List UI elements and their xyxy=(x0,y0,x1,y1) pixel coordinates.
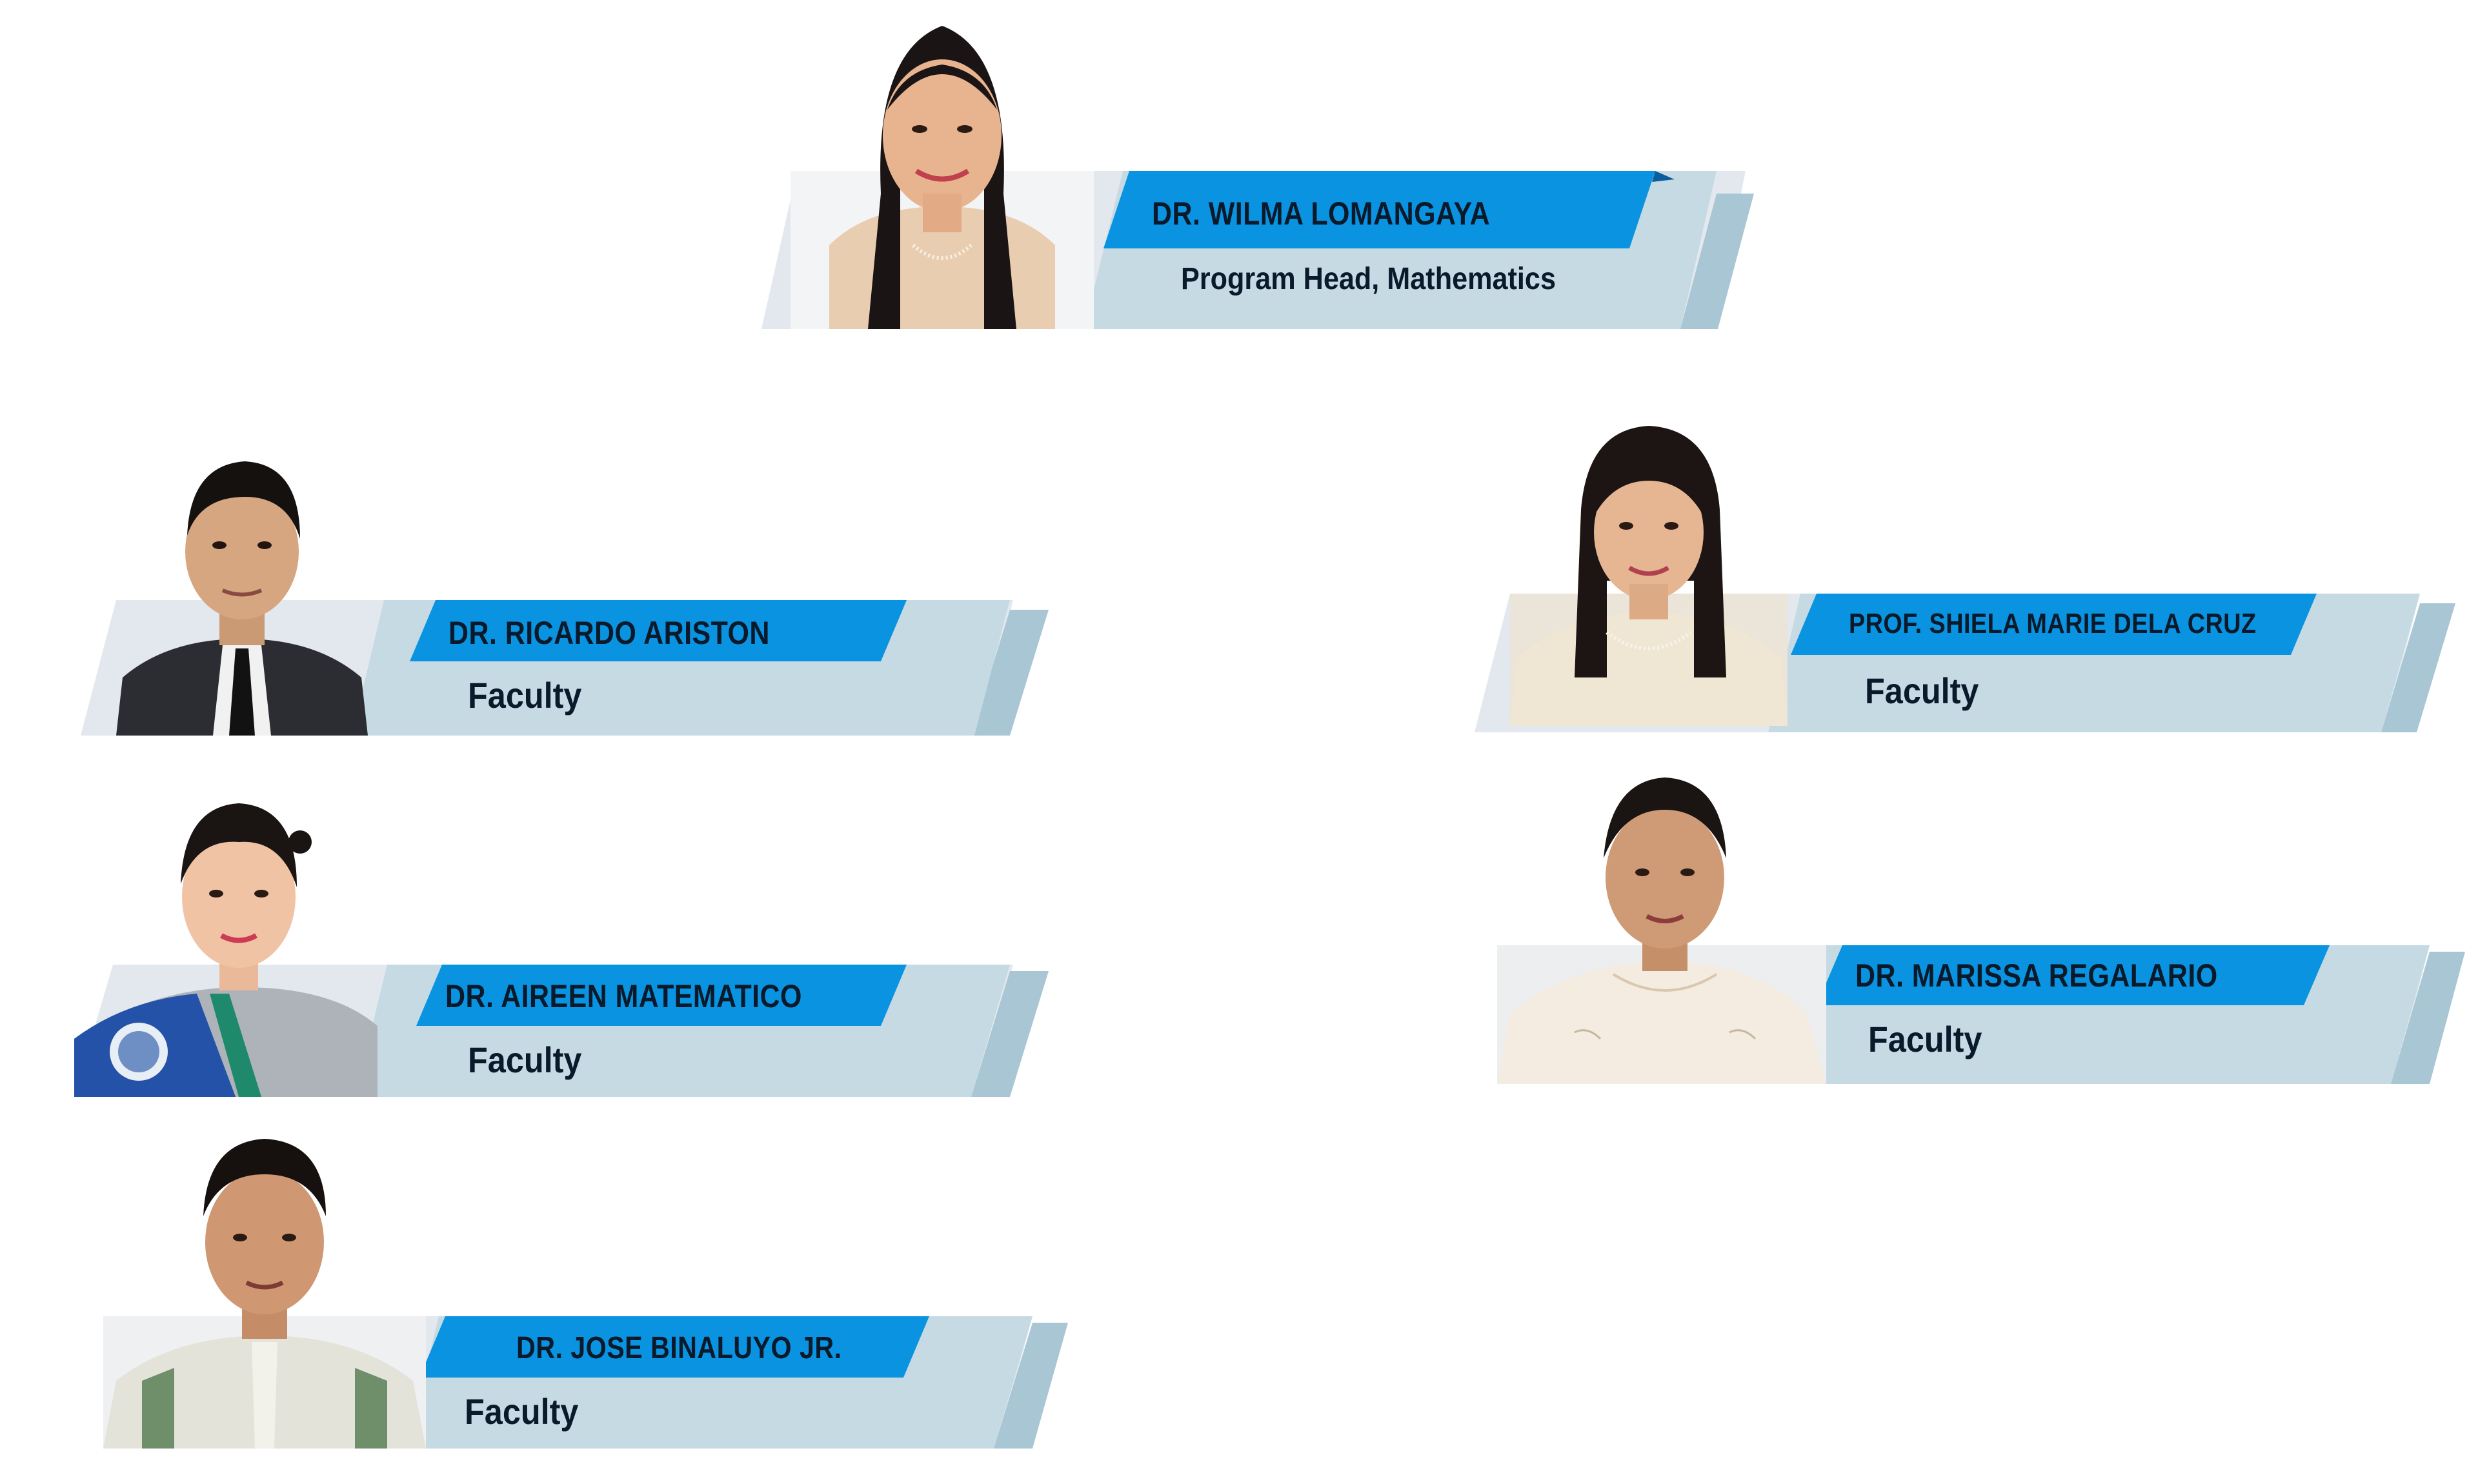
profile-card-program-head: DR. WILMA LOMANGAYA Program Head, Mathem… xyxy=(761,13,1768,336)
profile-card-faculty: PROF. SHIELA MARIE DELA CRUZ Faculty xyxy=(1475,419,2455,732)
person-role: Faculty xyxy=(468,1039,582,1080)
person-name: PROF. SHIELA MARIE DELA CRUZ xyxy=(1849,608,2257,639)
person-role: Faculty xyxy=(1868,1019,1982,1059)
person-role: Faculty xyxy=(468,675,582,716)
profile-card-faculty: DR. JOSE BINALUYO JR. Faculty xyxy=(103,1123,1068,1449)
portrait-photo xyxy=(74,781,384,1097)
portrait-photo xyxy=(791,13,1094,329)
profile-card-faculty: DR. MARISSA REGALARIO Faculty xyxy=(1497,761,2465,1084)
person-name: DR. AIREEN MATEMATICO xyxy=(445,978,802,1014)
person-name: DR. WILMA LOMANGAYA xyxy=(1152,196,1491,232)
portrait-photo xyxy=(1510,419,1788,726)
person-role: Faculty xyxy=(465,1391,579,1432)
person-name: DR. JOSE BINALUYO JR. xyxy=(516,1331,842,1365)
portrait-photo xyxy=(116,432,368,736)
person-role: Faculty xyxy=(1865,670,1979,711)
portrait-photo xyxy=(1497,761,1826,1084)
profile-card-faculty: DR. AIREEN MATEMATICO Faculty xyxy=(74,781,1049,1097)
person-name: DR. MARISSA REGALARIO xyxy=(1855,958,2218,994)
person-role: Program Head, Mathematics xyxy=(1181,262,1556,296)
profile-card-faculty: DR. RICARDO ARISTON Faculty xyxy=(81,432,1049,736)
portrait-photo xyxy=(103,1123,426,1449)
person-name: DR. RICARDO ARISTON xyxy=(448,615,770,651)
